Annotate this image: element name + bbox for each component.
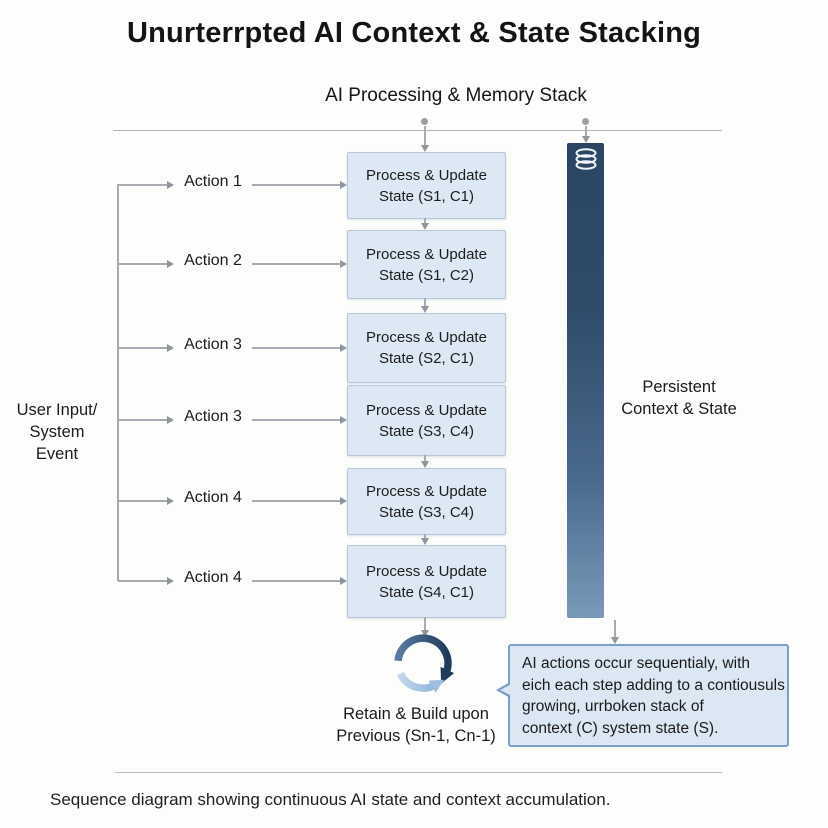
process-box-line2: State (S1, C1) (378, 187, 475, 205)
arrow-action-to-box (252, 181, 347, 188)
arrow-box6-cycle (421, 617, 428, 637)
arrow-into-persistent-bar (582, 126, 589, 143)
note-line: context (C) system state (S). (522, 719, 719, 737)
arrow-action-to-box (252, 577, 347, 584)
process-box-line1: Process & Update (366, 166, 487, 184)
source-label-line2: System Event (29, 423, 85, 463)
database-icon (575, 148, 597, 170)
bracket-stub-arrow (118, 577, 174, 584)
bracket-stub-arrow (118, 344, 174, 351)
note-line: eich each step adding to a contiousuls (522, 676, 785, 694)
process-box-line1: Process & Update (366, 245, 487, 263)
lane-header: AI Processing & Memory Stack (325, 85, 587, 106)
lifeline-dot (582, 118, 589, 125)
bracket-stub-arrow (118, 260, 174, 267)
note-line: growing, urrboken stack of (522, 698, 704, 715)
note-tail (500, 685, 510, 695)
bracket-stub-arrow (118, 181, 174, 188)
process-box-1: Process & Update State (S1, C1) (347, 152, 506, 219)
persistent-label-line1: Persistent (642, 378, 716, 396)
action-label-1: Action 1 (184, 173, 242, 190)
arrow-box1-box2 (421, 218, 428, 230)
persistent-label-line2: Context & State (621, 400, 737, 418)
process-box-line1: Process & Update (366, 401, 487, 419)
persistent-bar (567, 143, 604, 618)
cycle-arrows-icon (394, 634, 455, 693)
source-bracket-line (117, 184, 119, 581)
retain-caption-line1: Retain & Build upon (343, 705, 489, 723)
process-box-line1: Process & Update (366, 329, 487, 346)
arrow-action-to-box (252, 416, 347, 423)
process-box-line1: Process & Update (366, 562, 487, 580)
process-box-line2: State (S4, C1) (378, 583, 475, 601)
arrow-box5-box6 (421, 534, 428, 545)
process-box-line1: Process & Update (366, 482, 487, 500)
source-label-line1: User Input/ (16, 401, 98, 419)
arrow-box4-box5 (421, 455, 428, 468)
action-label-4: Action 3 (184, 408, 242, 425)
action-label-5: Action 4 (184, 489, 242, 506)
arrow-action-to-box (252, 344, 347, 351)
page-title: Unurterrpted AI Context & State Stacking (126, 17, 702, 49)
action-label-3: Action 3 (184, 336, 242, 353)
source-label: User Input/ System Event (7, 399, 107, 465)
footer-rule (115, 772, 722, 773)
note-line: AI actions occur sequentialy, with (522, 655, 751, 672)
persistent-label: Persistent Context & State (604, 376, 754, 420)
note-callout: AI actions occur sequentialy, with eich … (496, 644, 789, 747)
process-box-line2: State (S2, C1) (378, 350, 475, 367)
process-box-4: Process & Update State (S3, C4) (347, 385, 506, 456)
action-label-6: Action 4 (184, 569, 242, 586)
process-box-6: Process & Update State (S4, C1) (347, 545, 506, 618)
process-box-line2: State (S3, C4) (378, 503, 475, 521)
process-box-line2: State (S3, C4) (378, 422, 475, 440)
action-label-2: Action 2 (184, 252, 242, 269)
arrow-into-process-stack (421, 126, 428, 152)
process-box-3: Process & Update State (S2, C1) (347, 313, 506, 383)
arrow-bar-to-note (611, 620, 618, 644)
lifeline-rule (113, 130, 722, 131)
lifeline-dot (421, 118, 428, 125)
arrow-action-to-box (252, 497, 347, 504)
retain-caption: Retain & Build upon Previous (Sn-1, Cn-1… (336, 703, 496, 747)
arrow-action-to-box (252, 260, 347, 267)
footer-caption: Sequence diagram showing continuous AI s… (50, 790, 611, 809)
process-box-line2: State (S1, C2) (378, 266, 475, 284)
bracket-stub-arrow (118, 416, 174, 423)
arrow-box2-box3 (421, 298, 428, 313)
process-box-5: Process & Update State (S3, C4) (347, 468, 506, 535)
process-box-2: Process & Update State (S1, C2) (347, 230, 506, 299)
retain-caption-line2: Previous (Sn-1, Cn-1) (336, 727, 496, 745)
bracket-stub-arrow (118, 497, 174, 504)
